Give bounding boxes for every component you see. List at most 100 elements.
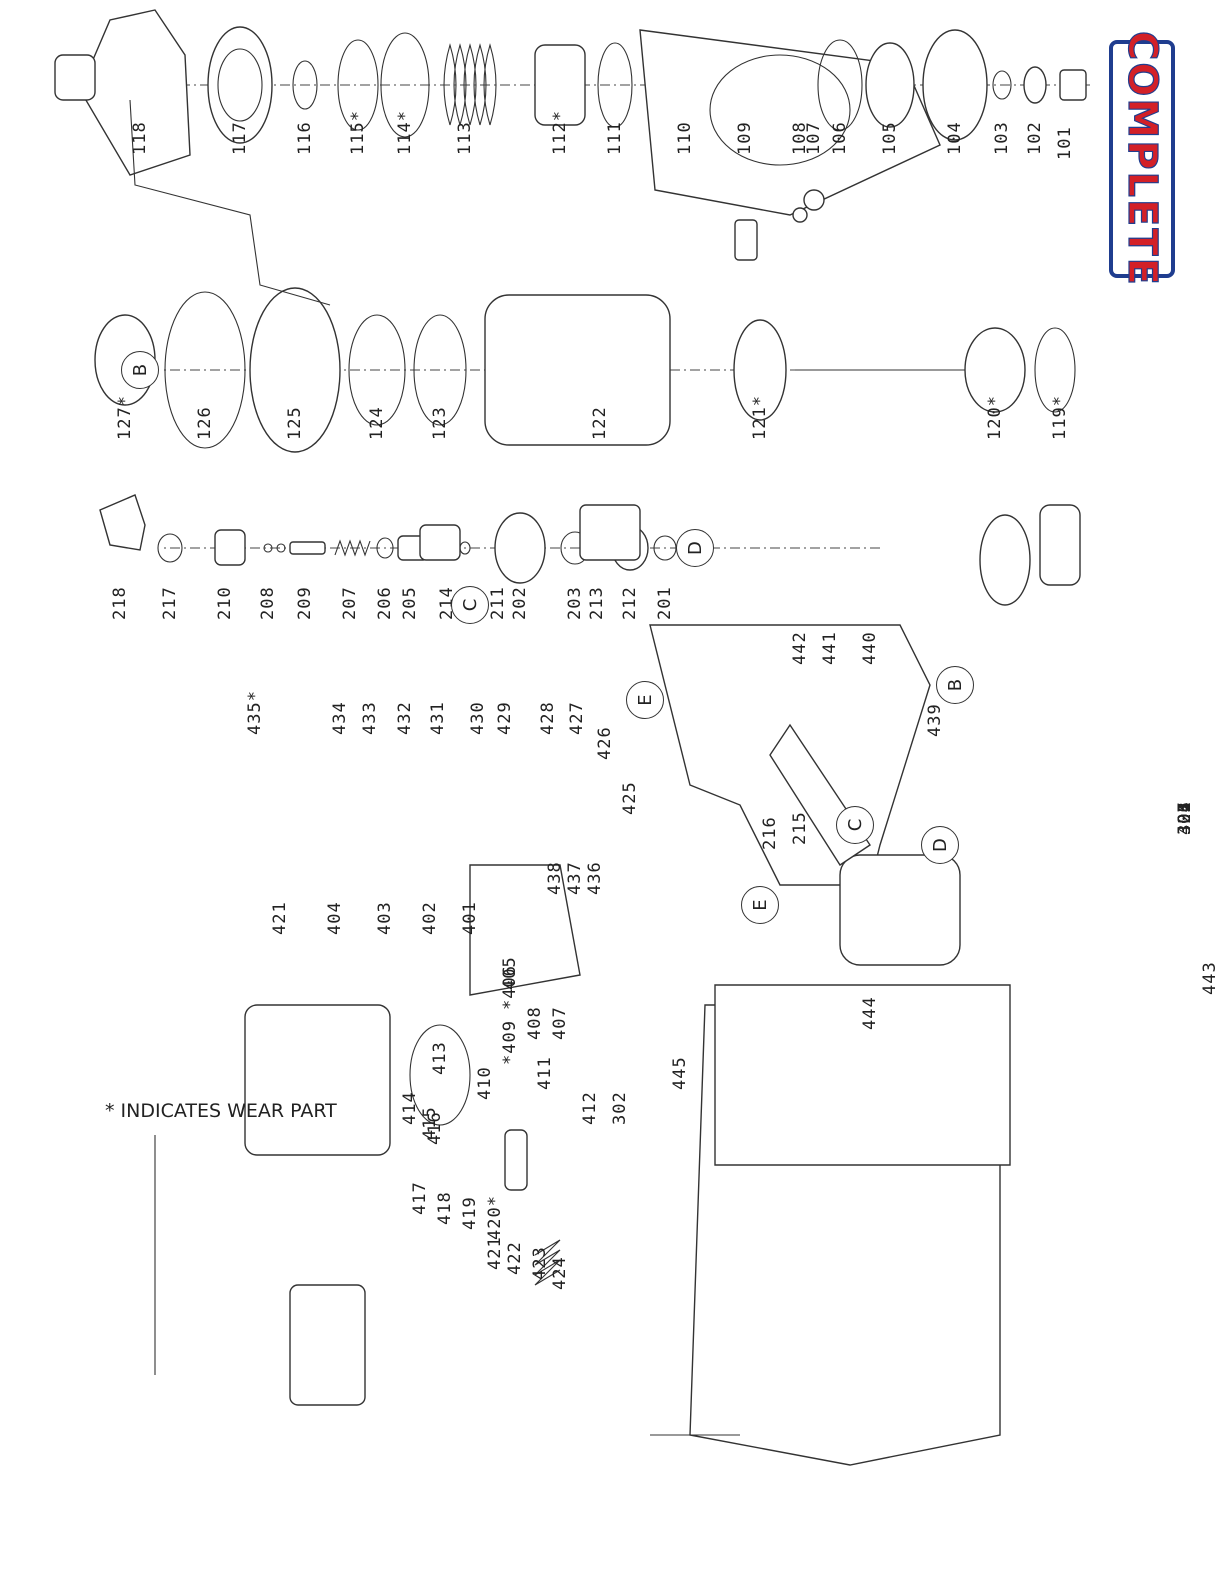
part-label: 114* (395, 110, 415, 155)
part-label: 418 (435, 1191, 455, 1225)
part-label: 430 (468, 701, 488, 735)
part-label: 432 (395, 701, 415, 735)
part-label: 104 (945, 121, 965, 155)
valve-stem-209 (289, 541, 326, 555)
part-label: 108 (790, 121, 810, 155)
callout-circle: E (626, 681, 664, 719)
part-label: 112* (550, 110, 570, 155)
o-ring-208 (263, 543, 273, 553)
part-label: 413 (430, 1041, 450, 1075)
part-label: 439 (925, 703, 945, 737)
nut-107 (803, 189, 825, 211)
part-label: 115* (348, 110, 368, 155)
part-label: 206 (375, 586, 395, 620)
valve-housing-210 (214, 529, 246, 566)
callout-circle: E (741, 886, 779, 924)
part-label: 121* (750, 395, 770, 440)
part-label: 116 (295, 121, 315, 155)
part-label: 426 (595, 726, 615, 760)
part-label: 403 (375, 901, 395, 935)
brand-logo-box: COMPLETE (1060, 30, 1190, 300)
callout-circle: D (676, 529, 714, 567)
part-label: 127* (115, 395, 135, 440)
part-label: 417 (410, 1181, 430, 1215)
fitting-306 (1039, 504, 1081, 586)
block-426 (579, 504, 641, 561)
o-ring-123 (413, 314, 467, 426)
part-label: 436 (585, 861, 605, 895)
part-label: 103 (992, 121, 1012, 155)
part-label: 423 (530, 1246, 550, 1280)
part-label: 419 (460, 1196, 480, 1230)
part-label: 117 (230, 121, 250, 155)
ring-105 (865, 42, 915, 128)
callout-circle: C (836, 806, 874, 844)
part-label: 109 (735, 121, 755, 155)
part-label: *409 (500, 1020, 520, 1065)
cap-435 (54, 54, 96, 101)
part-label: 421 (1175, 801, 1195, 835)
part-label: 120* (985, 395, 1005, 440)
part-label: 443 (1200, 961, 1220, 995)
washer-108 (792, 207, 808, 223)
part-label: 437 (565, 861, 585, 895)
part-label: 438 (545, 861, 565, 895)
part-label: 411 (535, 1056, 555, 1090)
part-label: 421 (485, 1236, 505, 1270)
part-label: 125 (285, 406, 305, 440)
part-label: 416 (425, 1111, 445, 1145)
part-label: 123 (430, 406, 450, 440)
part-label: 126 (195, 406, 215, 440)
part-label: 213 (587, 586, 607, 620)
valve-112 (534, 44, 586, 126)
part-label: 110 (675, 121, 695, 155)
trigger-lever (129, 99, 331, 306)
part-label: 217 (160, 586, 180, 620)
end-cap-304 (979, 514, 1031, 606)
part-label: 207 (340, 586, 360, 620)
part-label: 445 (670, 1056, 690, 1090)
part-label: 205 (400, 586, 420, 620)
ring-124 (348, 314, 406, 426)
part-label: 124 (367, 406, 387, 440)
brand-logo: COMPLETE (1109, 30, 1175, 288)
part-label: 201 (655, 586, 675, 620)
nut-102 (1023, 66, 1047, 104)
part-label: 202 (510, 586, 530, 620)
nose-403 (244, 1004, 391, 1156)
part-label: 412 (580, 1091, 600, 1125)
callout-circle: B (121, 351, 159, 389)
part-label: 122 (590, 406, 610, 440)
part-label: 212 (620, 586, 640, 620)
feed-piston-408 (504, 1129, 528, 1191)
o-ring-126 (164, 291, 246, 449)
valve-body-202 (494, 512, 546, 584)
part-label: 208 (258, 586, 278, 620)
part-label: 424 (550, 1256, 570, 1290)
part-label: 216 (760, 816, 780, 850)
part-label: 444 (860, 996, 880, 1030)
trigger-valve-218 (99, 494, 146, 551)
spring-207 (334, 539, 371, 557)
part-label: 435* (245, 690, 265, 735)
magazine-cover (714, 984, 1011, 1166)
part-label: 428 (538, 701, 558, 735)
ring-125 (249, 287, 341, 453)
part-label: 429 (495, 701, 515, 735)
cylinder-122 (484, 294, 671, 446)
part-label: 215 (790, 811, 810, 845)
spring-113 (443, 43, 497, 126)
part-label: 209 (295, 586, 315, 620)
adjuster-430 (419, 524, 461, 561)
bolt-109 (734, 219, 758, 261)
wear-part-footnote: * INDICATES WEAR PART (105, 1100, 337, 1122)
washer-103 (992, 70, 1012, 100)
part-label: 118 (130, 121, 150, 155)
part-label: 427 (567, 701, 587, 735)
part-label: 407 (550, 1006, 570, 1040)
cylinder-cap-117 (207, 26, 273, 144)
ring-121 (733, 319, 787, 421)
cylinder-body-110 (639, 29, 941, 216)
o-ring-114 (380, 32, 430, 138)
